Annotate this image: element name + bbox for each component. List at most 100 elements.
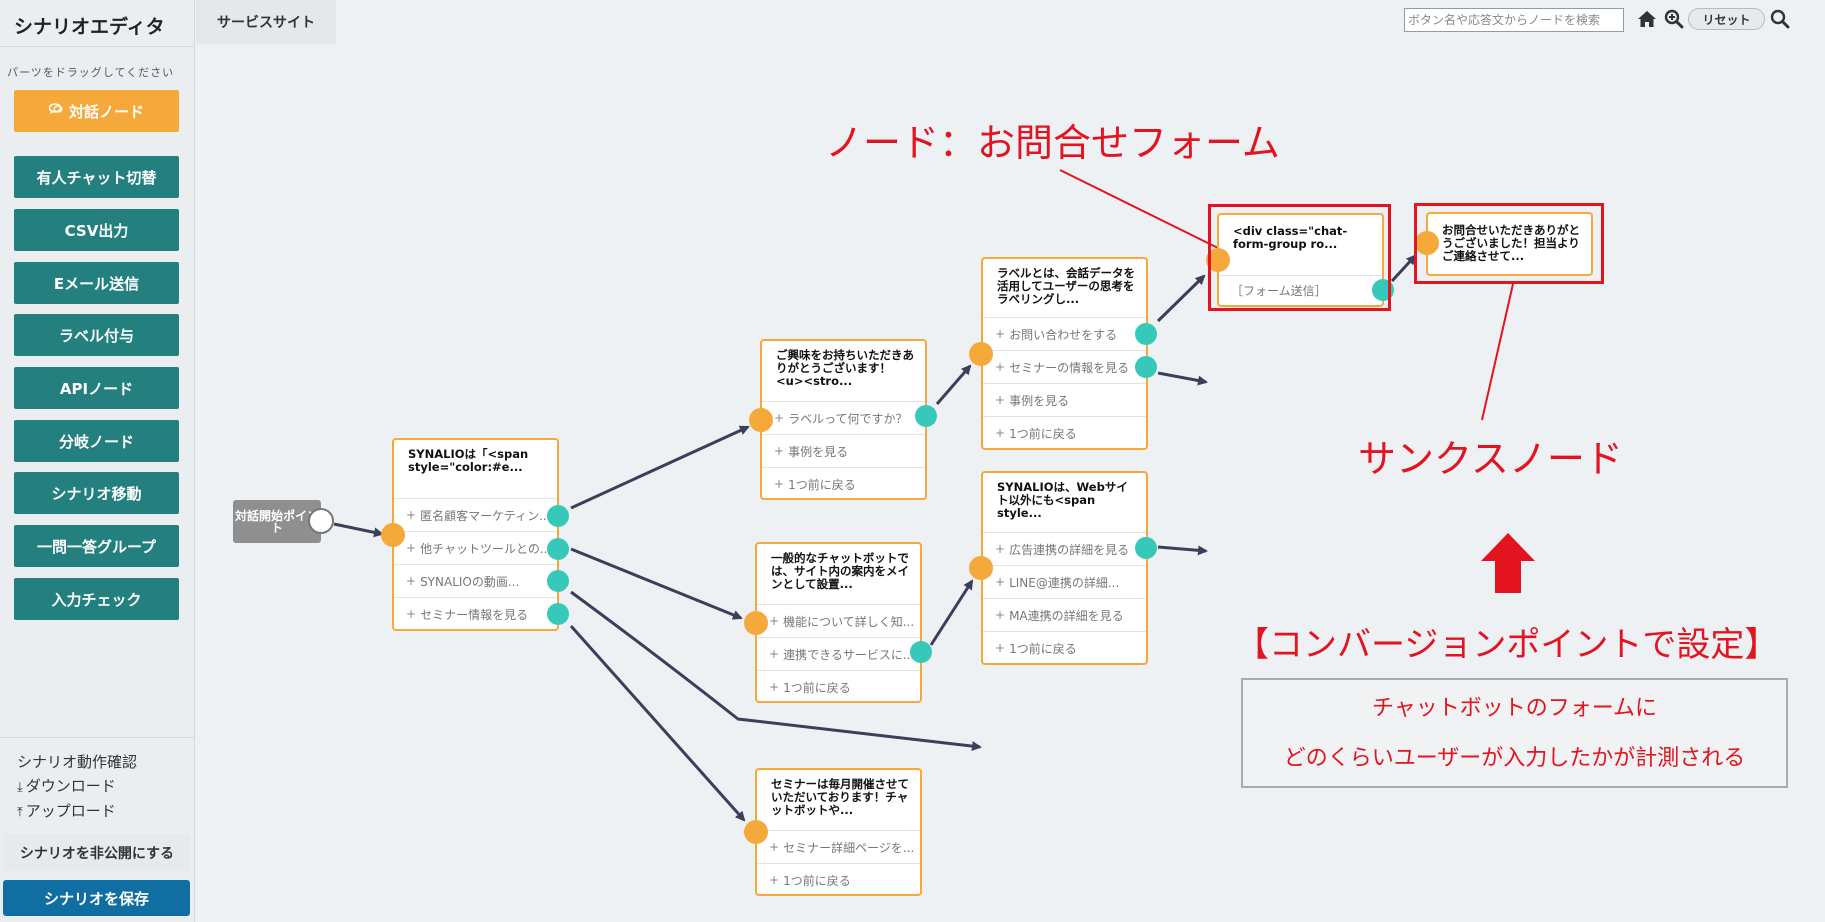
option-label: 連携できるサービスに... [783,647,915,662]
input-port[interactable] [1415,231,1439,255]
divider [0,46,195,47]
part-branch-node[interactable]: 分岐ノード [14,420,179,462]
connector [935,364,972,405]
output-port[interactable] [1135,323,1157,345]
dialog-node-label-explanation[interactable]: ラベルとは、会話データを活用してユーザーの思考をラベリングし... +お問い合わ… [981,257,1148,450]
input-port[interactable] [744,820,768,844]
output-port[interactable] [547,603,569,625]
node-option[interactable]: +他チャットツールとの... [394,531,557,564]
save-scenario-button[interactable]: シナリオを保存 [3,880,190,916]
option-label: 機能について詳しく知... [783,614,915,629]
output-port[interactable] [1135,356,1157,378]
start-point-node[interactable]: 対話開始ポイント [233,500,321,543]
part-label[interactable]: ラベル付与 [14,314,179,356]
part-human-chat[interactable]: 有人チャット切替 [14,156,179,198]
dialog-node-general-chatbot[interactable]: 一般的なチャットボットでは、サイト内の案内をメインとして設置... +機能につい… [755,542,922,703]
node-option[interactable]: +事例を見る [983,383,1146,416]
node-option[interactable]: +セミナー詳細ページを... [757,830,920,863]
download-link[interactable]: ⤓ダウンロード [17,775,116,796]
reset-button[interactable]: リセット [1688,8,1765,30]
input-port[interactable] [744,611,768,635]
input-port[interactable] [749,408,773,432]
dialog-node-part[interactable]: 対話ノード [14,90,179,132]
output-port[interactable] [547,538,569,560]
option-label: 広告連携の詳細を見る [1009,542,1130,557]
node-message: SYNALIOは、Webサイト以外にも<span style... [997,480,1128,520]
preview-link[interactable]: シナリオ動作確認 [17,753,138,771]
node-option[interactable]: +1つ前に戻る [762,467,925,500]
node-option[interactable]: +広告連携の詳細を見る [983,532,1146,565]
connector [570,547,743,620]
option-label: 匿名顧客マーケティン... [420,508,551,523]
node-option[interactable]: +LINE@連携の詳細... [983,565,1146,598]
node-option[interactable]: +連携できるサービスに... [757,637,920,670]
node-message: SYNALIOは「<span style="color:#e... [408,447,529,474]
option-label: 1つ前に戻る [788,477,856,492]
connector [1156,274,1206,323]
form-node[interactable]: <div class="chat-form-group ro... ［フォーム送… [1217,213,1384,307]
option-label: 1つ前に戻る [783,873,851,888]
app-title: シナリオエディタ [14,16,165,38]
option-label: 事例を見る [788,444,849,459]
thanks-node[interactable]: お問合せいただきありがとうございました！担当よりご連絡させて... [1426,212,1593,276]
output-port[interactable] [547,505,569,527]
node-option[interactable]: +1つ前に戻る [757,670,920,703]
option-label: 事例を見る [1009,393,1070,408]
node-option[interactable]: +SYNALIOの動画... [394,564,557,597]
option-label: セミナー詳細ページを... [783,840,915,855]
node-search-input[interactable] [1404,8,1624,32]
start-port[interactable] [308,508,334,534]
node-message: 一般的なチャットボットでは、サイト内の案内をメインとして設置... [771,551,909,591]
node-option[interactable]: +匿名顧客マーケティン... [394,498,557,531]
output-port[interactable] [1135,537,1157,559]
input-port[interactable] [969,342,993,366]
download-label: ダウンロード [25,777,116,795]
part-api-node[interactable]: APIノード [14,367,179,409]
part-scenario-move[interactable]: シナリオ移動 [14,472,179,514]
output-port[interactable] [910,641,932,663]
part-input-check[interactable]: 入力チェック [14,578,179,620]
part-faq-group[interactable]: 一問一答グループ [14,525,179,567]
option-label: セミナー情報を見る [420,607,529,622]
unpublish-button[interactable]: シナリオを非公開にする [4,834,190,871]
node-option[interactable]: +1つ前に戻る [983,416,1146,449]
option-label: 他チャットツールとの... [420,541,552,556]
option-label: SYNALIOの動画... [420,574,520,589]
connector [569,625,746,822]
search-icon[interactable] [1767,6,1793,32]
part-csv-export[interactable]: CSV出力 [14,209,179,251]
output-port[interactable] [547,570,569,592]
input-port[interactable] [969,556,993,580]
tab-service-site[interactable]: サービスサイト [196,0,336,44]
node-option[interactable]: +お問い合わせをする [983,317,1146,350]
dialog-node-thanks-interest[interactable]: ご興味をお持ちいただきありがとうございます！<u><stro... +ラベルって… [760,339,927,500]
node-option[interactable]: +1つ前に戻る [983,631,1146,664]
zoom-in-icon[interactable] [1661,6,1687,32]
node-option[interactable]: +ラベルって何ですか？ [762,401,925,434]
home-icon[interactable] [1634,6,1660,32]
upload-label: アップロード [25,802,116,820]
node-option[interactable]: +事例を見る [762,434,925,467]
input-port[interactable] [381,523,405,547]
node-option[interactable]: +機能について詳しく知... [757,604,920,637]
dialog-node-synalio[interactable]: SYNALIOは「<span style="color:#e... +匿名顧客マ… [392,438,559,631]
option-label: ラベルって何ですか？ [788,411,908,426]
note-line: どのくらいユーザーが入力したかが計測される [1283,746,1746,771]
node-option[interactable]: +セミナー情報を見る [394,597,557,630]
annotation-pointer-line [1059,169,1219,249]
node-option[interactable]: +1つ前に戻る [757,863,920,896]
annotation-pointer-line [1481,283,1514,421]
connector [570,425,750,510]
part-email[interactable]: Eメール送信 [14,262,179,304]
dialog-node-seminar[interactable]: セミナーは毎月開催させていただいております！チャットボットや... +セミナー詳… [755,768,922,896]
node-option[interactable]: +セミナーの情報を見る [983,350,1146,383]
output-port[interactable] [915,405,937,427]
node-message: <div class="chat-form-group ro... [1233,224,1348,251]
upload-link[interactable]: ⤒アップロード [17,800,116,821]
dialog-node-synalio-web[interactable]: SYNALIOは、Webサイト以外にも<span style... +広告連携の… [981,471,1148,665]
note-line: チャットボットのフォームに [1371,696,1658,721]
connector [333,522,384,538]
node-option[interactable]: +MA連携の詳細を見る [983,598,1146,631]
connector [929,579,974,646]
form-submit-option[interactable]: ［フォーム送信］ [1219,275,1382,305]
